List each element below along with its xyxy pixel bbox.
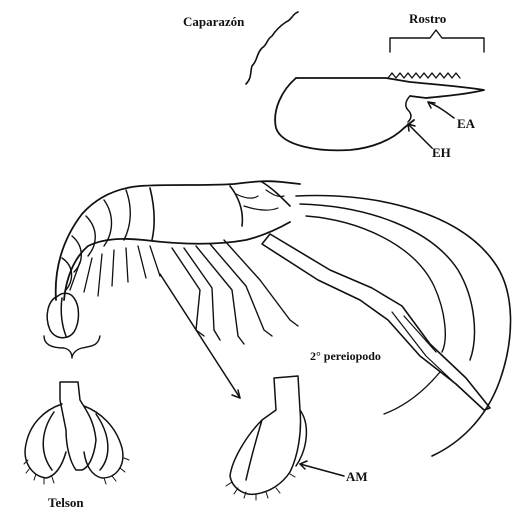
tail-fan (47, 293, 78, 338)
telson-setae (24, 458, 129, 484)
label-am: AM (346, 470, 368, 483)
label-telson: Telson (48, 496, 84, 509)
body-carapace (150, 182, 290, 240)
eye-socket (406, 96, 411, 122)
pleopods (70, 246, 160, 296)
label-rostro: Rostro (409, 12, 446, 25)
rostrum-bracket (390, 30, 484, 52)
label-ea: EA (457, 117, 475, 130)
telson-detail (25, 382, 123, 478)
rostral-teeth (388, 73, 460, 78)
label-second-pereiopodo: 2° pereiopodo (310, 350, 381, 362)
carapace-outline (275, 78, 414, 150)
carapace-bracket (246, 12, 298, 84)
body-ventral (64, 222, 290, 300)
abdomen-segments (62, 190, 130, 290)
carapace-top-line (296, 78, 484, 98)
claw-inner (392, 312, 460, 388)
arrow-ea (428, 102, 454, 118)
antenna-4 (384, 372, 440, 414)
label-eh: EH (432, 146, 451, 159)
antenna-2 (300, 204, 474, 360)
arrow-eh (408, 124, 432, 148)
body-dorsal (56, 181, 300, 300)
label-caparazon: Caparazón (183, 15, 244, 28)
arrow-am (300, 464, 344, 476)
telson-bracket (44, 336, 100, 358)
